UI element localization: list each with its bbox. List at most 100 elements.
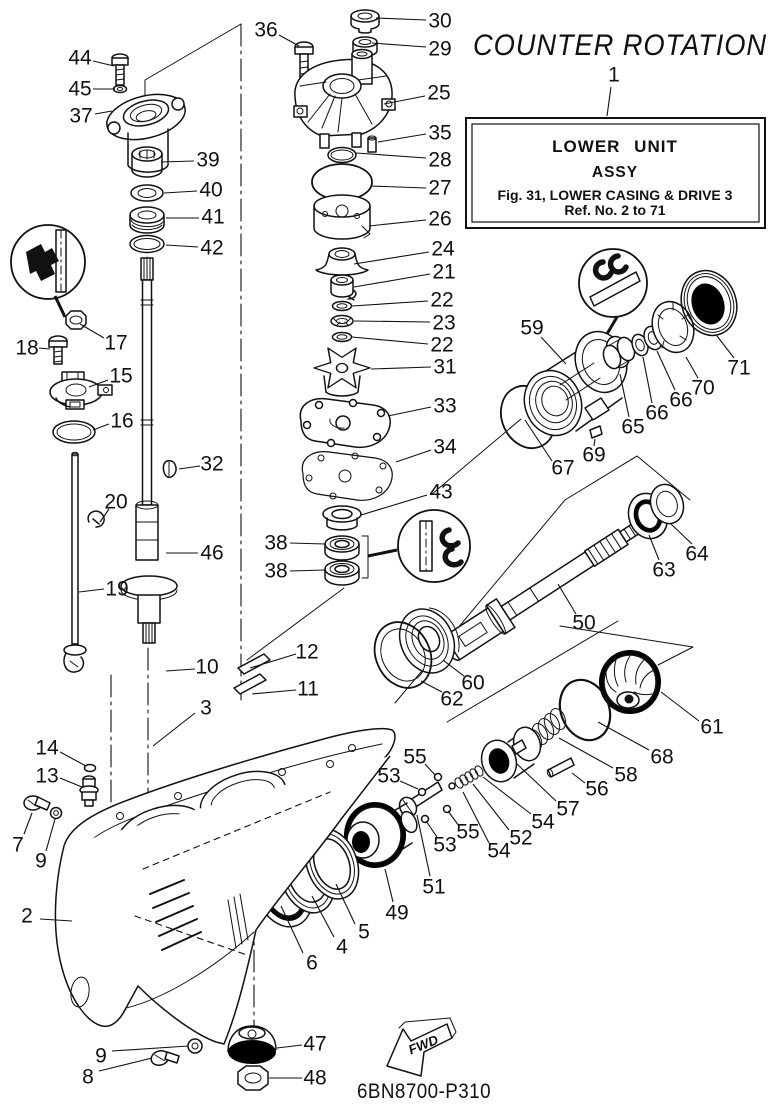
- part-label-63: 63: [652, 559, 675, 582]
- dowel-pin-35: [367, 135, 377, 153]
- clip-20: [87, 510, 105, 528]
- part-label-35: 35: [428, 122, 451, 145]
- bearing-housing-37: [106, 93, 186, 173]
- leader-58: [558, 737, 614, 769]
- part-label-16: 16: [110, 410, 133, 433]
- leader-66: [642, 356, 653, 404]
- leader-54: [462, 791, 490, 844]
- leader-64: [670, 523, 693, 545]
- part-label-46: 46: [200, 542, 223, 565]
- leader-27: [370, 185, 427, 189]
- part-label-64: 64: [685, 543, 709, 566]
- leader-12: [249, 653, 297, 669]
- part-label-54: 54: [487, 840, 511, 863]
- part-label-26: 26: [428, 208, 451, 231]
- leader-16: [92, 423, 110, 431]
- part-label-57: 57: [556, 798, 579, 821]
- part-label-41: 41: [201, 206, 224, 229]
- bearing-carrier-59: [523, 330, 631, 437]
- spring-washer-23: [330, 314, 354, 328]
- leader-7: [23, 812, 33, 835]
- leader-68: [597, 721, 650, 751]
- leader-22: [351, 336, 429, 345]
- o-ring-28: [327, 146, 357, 164]
- key-12: [237, 653, 271, 675]
- detail-circle-clip-pin: [397, 509, 471, 583]
- washer-40: [130, 184, 164, 202]
- part-label-6: 6: [306, 952, 318, 975]
- part-label-55: 55: [456, 821, 479, 844]
- part-label-50: 50: [572, 612, 595, 635]
- leader-5: [335, 883, 356, 925]
- part-label-9: 9: [35, 850, 47, 873]
- info-box-line4: Ref. No. 2 to 71: [564, 202, 665, 218]
- leader-42: [165, 244, 199, 248]
- part-label-10: 10: [195, 656, 218, 679]
- washer-22b: [331, 331, 353, 343]
- leader-40: [163, 190, 198, 194]
- part-label-40: 40: [199, 179, 222, 202]
- part-label-69: 69: [582, 444, 605, 467]
- part-label-22: 22: [430, 334, 453, 357]
- bracket-38: [361, 535, 398, 579]
- forward-gear-49: [344, 802, 418, 868]
- part-number-labels: 1234567899101112131415161718192021222223…: [12, 10, 751, 1090]
- key-69: [589, 425, 603, 439]
- leader-13: [59, 777, 83, 788]
- o-ring-42: [129, 234, 165, 254]
- insert-cartridge-26: [313, 194, 371, 240]
- leader-61: [660, 691, 700, 722]
- leader-71: [716, 335, 735, 359]
- part-label-4: 4: [336, 936, 348, 959]
- detail-circle-clip-m: [10, 224, 86, 318]
- part-label-68: 68: [650, 746, 673, 769]
- detail-circle-clip-cc: [578, 248, 648, 335]
- drain-bolt-7: [23, 795, 51, 811]
- reverse-gear-61: [599, 650, 661, 714]
- part-label-56: 56: [585, 778, 608, 801]
- page-title: COUNTER ROTATION: [473, 29, 767, 62]
- part-label-43: 43: [429, 481, 452, 504]
- leader-11: [251, 689, 297, 695]
- screw-8: [150, 1050, 180, 1066]
- leader-51: [416, 814, 431, 877]
- part-label-52: 52: [509, 827, 532, 850]
- propeller-shaft-50: [442, 519, 646, 661]
- leader-28: [355, 152, 427, 159]
- part-label-32: 32: [200, 453, 223, 476]
- part-label-34: 34: [433, 436, 457, 459]
- clutch-dog-57: [480, 726, 542, 783]
- info-box-line2: ASSY: [592, 164, 638, 181]
- part-label-14: 14: [35, 737, 59, 760]
- leader-14: [59, 751, 87, 767]
- info-box: LOWER UNIT ASSY Fig. 31, LOWER CASING & …: [465, 117, 766, 229]
- leader-49: [384, 868, 394, 903]
- leader-lines: [23, 17, 735, 1079]
- part-label-20: 20: [104, 491, 127, 514]
- washer-9b: [187, 1038, 203, 1054]
- leader-22: [351, 300, 429, 307]
- part-label-17: 17: [104, 332, 127, 355]
- part-label-66: 66: [645, 402, 668, 425]
- shift-rod-19: [63, 451, 87, 673]
- leader-9: [111, 1045, 189, 1052]
- part-label-37: 37: [69, 105, 92, 128]
- leader-3: [152, 712, 196, 747]
- part-label-60: 60: [461, 672, 484, 695]
- part-label-45: 45: [68, 78, 91, 101]
- leader-65: [619, 373, 630, 418]
- leader-21: [353, 273, 431, 288]
- bearing-38a: [324, 535, 360, 561]
- leader-70: [685, 356, 699, 379]
- leader-63: [648, 534, 660, 561]
- leader-25: [383, 95, 426, 105]
- part-label-49: 49: [385, 902, 408, 925]
- seal-cup-24: [315, 247, 369, 276]
- gasket-34: [301, 451, 393, 501]
- gasket-9a: [49, 806, 63, 820]
- part-label-44: 44: [68, 47, 92, 70]
- washer-22a: [331, 300, 353, 312]
- part-label-18: 18: [15, 337, 38, 360]
- water-pump-housing-25: [293, 48, 396, 149]
